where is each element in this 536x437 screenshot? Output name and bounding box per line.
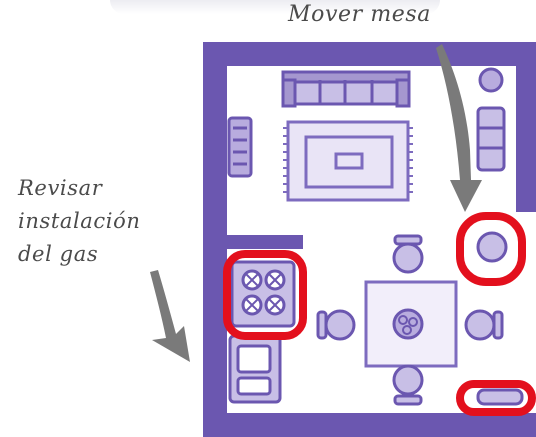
gas-highlight-circle xyxy=(223,250,307,340)
walls xyxy=(203,42,536,437)
left-cabinet-icon xyxy=(227,116,253,178)
chair-icon xyxy=(392,234,424,274)
bottom-wall xyxy=(203,413,536,437)
check-gas-label-line-1: Revisar xyxy=(18,176,103,200)
highlight-marks xyxy=(223,212,536,416)
top-fade-decoration xyxy=(110,0,440,14)
table-chair-highlight-circle xyxy=(456,212,526,286)
bookshelf-icon xyxy=(476,106,506,172)
chair-icon xyxy=(476,231,508,263)
stove-icon xyxy=(230,260,296,328)
check-gas-label: Revisar instalación del gas xyxy=(18,172,140,271)
move-table-label: Mover mesa xyxy=(288,2,432,27)
chair-icon xyxy=(392,364,424,406)
right-side-furniture xyxy=(476,67,506,172)
check-gas-label-line-3: del gas xyxy=(18,242,99,266)
right-wall xyxy=(516,42,536,212)
chair-icon xyxy=(316,309,356,341)
bottom-chair-highlight-circle xyxy=(456,380,536,416)
chair-icon xyxy=(476,388,524,406)
rug-icon xyxy=(283,120,413,202)
gas-check-arrow-icon xyxy=(150,270,190,362)
chair-icon xyxy=(464,309,504,341)
dining-table-icon xyxy=(364,280,458,368)
top-wall xyxy=(203,42,536,66)
move-table-arrow-icon xyxy=(436,44,482,212)
sofa-icon xyxy=(281,70,411,108)
sink-icon xyxy=(228,334,282,404)
lamp-icon xyxy=(478,67,504,93)
kitchen-partition-wall xyxy=(203,235,303,249)
check-gas-label-line-2: instalación xyxy=(18,209,141,233)
